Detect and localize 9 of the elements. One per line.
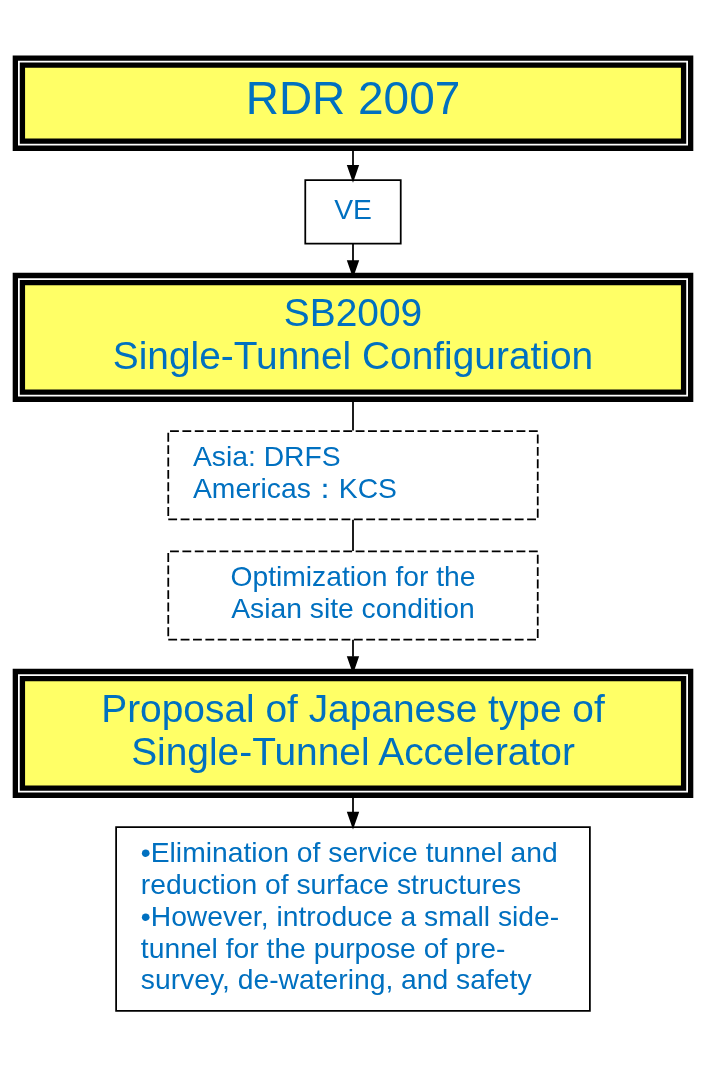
node-box: •Elimination of service tunnel and reduction of surface structures •However, introduce a small side-tunnel for the purpose of pre-survey, de-watering, and safety (115, 826, 591, 1012)
node-box: VE (304, 179, 402, 245)
node-box: SB2009 Single-Tunnel Configuration (12, 272, 694, 402)
node-box: Optimization for the Asian site condition (167, 550, 539, 641)
connector (352, 518, 354, 552)
node-box: RDR 2007 (12, 55, 694, 151)
node-box: Proposal of Japanese type of Single-Tunnel Accelerator (12, 668, 694, 798)
node-box: Asia: DRFS Americas：KCS (167, 430, 539, 521)
connector (352, 399, 354, 432)
